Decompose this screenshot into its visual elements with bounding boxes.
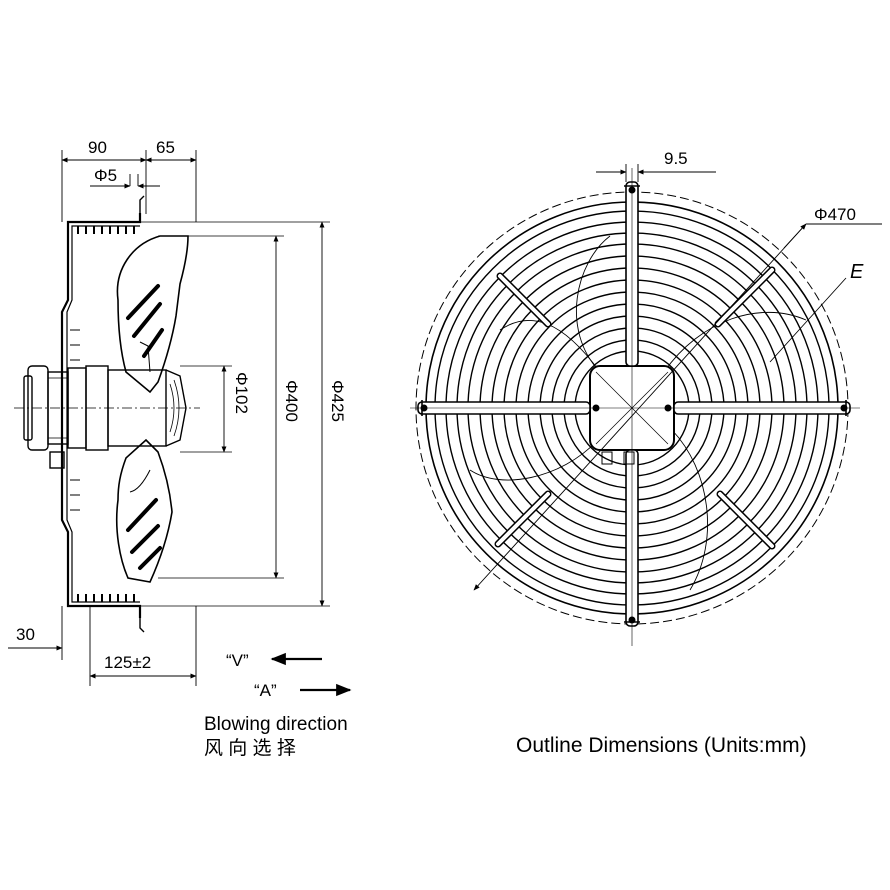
dim-90-label: 90: [88, 138, 107, 157]
blowing-a-label: “A”: [254, 681, 277, 700]
front-view: [410, 168, 860, 646]
side-view-dimensions: [8, 150, 325, 686]
dim-125-label: 125±2: [104, 653, 151, 672]
blowing-direction-legend: “V” “A” Blowing direction 风 向 选 择: [204, 651, 352, 759]
drawing-caption: Outline Dimensions (Units:mm): [516, 734, 807, 757]
blowing-direction-title-cn: 风 向 选 择: [204, 737, 296, 759]
dim-65-label: 65: [156, 138, 175, 157]
dim-phi102-label: Φ102: [232, 372, 251, 414]
dim-9-5-label: 9.5: [664, 149, 688, 168]
blowing-direction-title: Blowing direction: [204, 714, 348, 735]
lower-blade: [115, 438, 173, 583]
dim-phi425-label: Φ425: [328, 380, 347, 422]
front-view-dimensions: [473, 164, 882, 591]
dim-phi5-label: Φ5: [94, 166, 117, 185]
upper-blade: [116, 235, 189, 394]
dim-phi400-label: Φ400: [282, 380, 301, 422]
label-e: E: [850, 261, 864, 283]
side-view: [14, 195, 330, 633]
motor-body: [23, 365, 187, 469]
dim-30-label: 30: [16, 625, 35, 644]
dim-phi470-label: Φ470: [814, 205, 856, 224]
blowing-v-label: “V”: [226, 651, 249, 670]
mounting-frame: [60, 195, 145, 633]
